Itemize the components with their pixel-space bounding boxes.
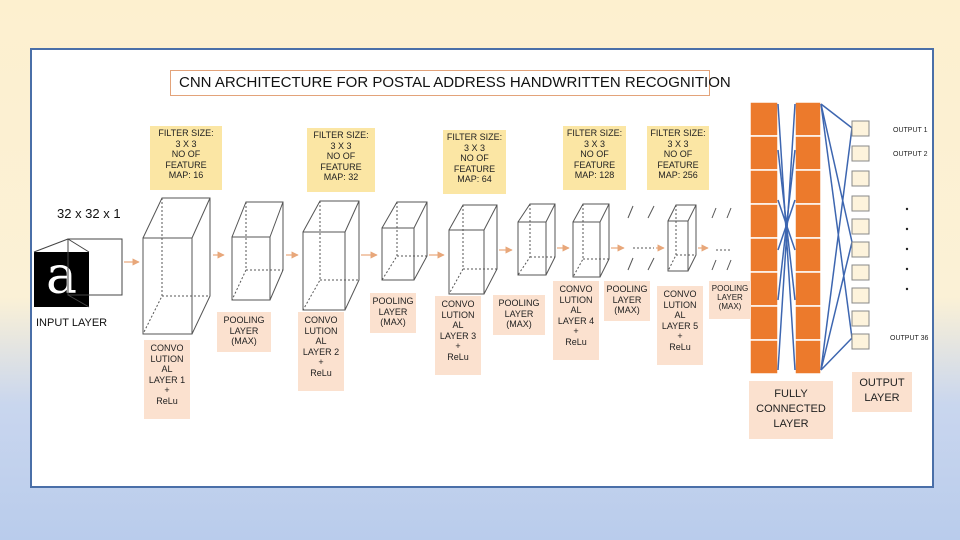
pool-cube-3 (517, 203, 556, 276)
conv-cube-5 (667, 204, 697, 272)
output-label-36: OUTPUT 36 (890, 335, 929, 342)
conv-cube-2 (302, 200, 360, 311)
fc-connections (777, 103, 853, 371)
filter-4-line5: MAP: 128 (574, 170, 615, 180)
filter-3-line4: FEATURE (453, 163, 496, 174)
output-ellipsis (905, 207, 909, 291)
filter-4-line1: FILTER SIZE: (566, 128, 623, 138)
filter-2-line3: NO OF (326, 151, 356, 161)
filter-box-1: FILTER SIZE: 3 X 3 NO OF FEATURE MAP: 16 (150, 126, 222, 190)
pool-cube-1 (231, 201, 284, 301)
conv-cube-4 (572, 203, 610, 278)
filter-2-line5: MAP: 32 (323, 172, 359, 182)
output-layer-label: OUTPUT LAYER (852, 372, 912, 412)
filter-5-line3: NO OF (663, 149, 693, 159)
pool-label-1: POOLING LAYER (MAX) (217, 312, 271, 352)
input-layer-label: INPUT LAYER (36, 317, 108, 329)
input-image: a (34, 252, 89, 307)
filter-1-line4: FEATURE (165, 159, 207, 170)
fc-column-2 (794, 101, 822, 375)
filter-box-5: FILTER SIZE: 3 X 3 NO OF FEATURE MAP: 25… (647, 126, 709, 190)
filter-1-line1: FILTER SIZE: (158, 128, 214, 138)
input-glyph: a (45, 252, 77, 306)
fully-connected-label: FULLY CONNECTED LAYER (749, 381, 833, 439)
filter-1-line2: 3 X 3 (175, 138, 197, 149)
pool-cube-4 (627, 205, 655, 271)
output-label-2: OUTPUT 2 (893, 151, 928, 158)
conv-cube-3 (448, 204, 498, 295)
output-label-1: OUTPUT 1 (893, 127, 928, 134)
filter-box-4: FILTER SIZE: 3 X 3 NO OF FEATURE MAP: 12… (563, 126, 626, 190)
filter-5-line1: FILTER SIZE: (650, 128, 706, 138)
filter-3-line3: NO OF (460, 153, 489, 163)
conv-label-1: CONVO LUTION AL LAYER 1 + ReLu (144, 340, 190, 419)
filter-1-line3: NO OF (171, 149, 201, 159)
pool-label-5: POOLING LAYER (MAX) (709, 281, 751, 319)
filter-5-line5: MAP: 256 (658, 170, 698, 180)
pool-label-3: POOLING LAYER (MAX) (493, 295, 545, 335)
output-nodes (851, 120, 870, 350)
pool-label-2: POOLING LAYER (MAX) (370, 293, 416, 333)
filter-3-line2: 3 X 3 (463, 142, 485, 153)
filter-2-line1: FILTER SIZE: (313, 130, 369, 140)
filter-5-line4: FEATURE (657, 159, 699, 170)
fc-column-1 (749, 101, 779, 375)
pool-cube-2 (381, 201, 428, 281)
filter-3-line1: FILTER SIZE: (446, 132, 503, 142)
filter-2-line4: FEATURE (320, 161, 362, 172)
pool-cube-5 (711, 207, 732, 271)
filter-4-line2: 3 X 3 (583, 138, 605, 149)
pool-label-4: POOLING LAYER (MAX) (604, 281, 650, 321)
filter-4-line3: NO OF (580, 149, 609, 159)
conv-label-4: CONVO LUTION AL LAYER 4 + ReLu (553, 281, 599, 360)
filter-4-line4: FEATURE (573, 159, 616, 170)
diagram-title: CNN ARCHITECTURE FOR POSTAL ADDRESS HAND… (170, 70, 731, 96)
input-dimensions: 32 x 32 x 1 (57, 206, 121, 221)
filter-box-2: FILTER SIZE: 3 X 3 NO OF FEATURE MAP: 32 (307, 128, 375, 192)
conv-label-3: CONVO LUTION AL LAYER 3 + ReLu (435, 296, 481, 375)
conv-label-2: CONVO LUTION AL LAYER 2 + ReLu (298, 312, 344, 391)
filter-5-line2: 3 X 3 (667, 138, 689, 149)
filter-1-line5: MAP: 16 (168, 170, 204, 180)
filter-box-3: FILTER SIZE: 3 X 3 NO OF FEATURE MAP: 64 (443, 130, 506, 194)
input-cube (33, 238, 123, 308)
flow-arrows (124, 244, 709, 266)
conv-label-5: CONVO LUTION AL LAYER 5 + ReLu (657, 286, 703, 365)
filter-3-line5: MAP: 64 (457, 174, 492, 184)
filter-2-line2: 3 X 3 (330, 140, 352, 151)
conv-cube-1 (142, 197, 211, 335)
